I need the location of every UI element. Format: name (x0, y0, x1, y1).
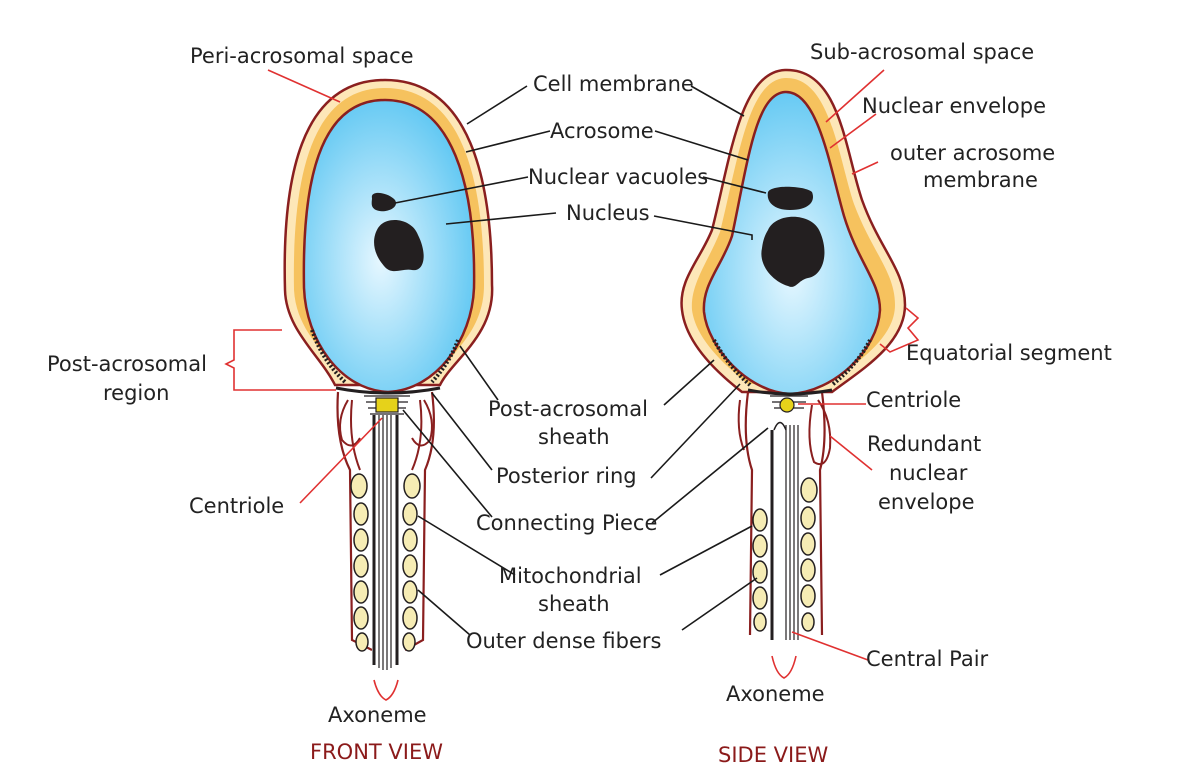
label-centriole-right: Centriole (866, 388, 961, 412)
label-redundant-nuclear-envelope-line2: nuclear (889, 461, 968, 485)
label-equatorial-segment: Equatorial segment (906, 341, 1112, 365)
front-head (283, 78, 494, 395)
label-peri-acrosomal-space: Peri-acrosomal space (190, 44, 414, 68)
label-mitochondrial-sheath-line1: Mitochondrial (499, 564, 642, 588)
label-nucleus: Nucleus (566, 201, 650, 225)
label-cell-membrane: Cell membrane (533, 72, 694, 96)
label-post-acrosomal-sheath-line1: Post-acrosomal (488, 397, 648, 421)
side-midpiece (737, 391, 832, 640)
side-head (680, 68, 907, 396)
front-axoneme-fibers (372, 412, 400, 670)
front-midpiece (336, 391, 435, 670)
label-mitochondrial-sheath-line2: sheath (538, 592, 610, 616)
label-axoneme-right: Axoneme (726, 682, 825, 706)
red-leaders (224, 69, 920, 701)
front-vacuole-small (371, 192, 396, 212)
front-mito-right (402, 473, 421, 652)
front-view-title: FRONT VIEW (310, 740, 443, 764)
side-mito-right (800, 477, 818, 632)
label-post-acrosomal-region-line1: Post-acrosomal (47, 352, 207, 376)
label-nuclear-vacuoles: Nuclear vacuoles (528, 165, 708, 189)
side-mito-left (752, 508, 768, 632)
labels: Peri-acrosomal space Cell membrane Acros… (47, 40, 1112, 767)
label-sub-acrosomal-space: Sub-acrosomal space (810, 40, 1034, 64)
label-nuclear-envelope: Nuclear envelope (862, 94, 1046, 118)
front-mito-left (350, 473, 369, 652)
label-outer-acrosome-membrane-line1: outer acrosome (890, 141, 1055, 165)
front-connecting-piece (364, 395, 410, 415)
label-axoneme-left: Axoneme (328, 703, 427, 727)
leader-lines (394, 85, 769, 636)
label-central-pair: Central Pair (866, 647, 989, 671)
label-outer-dense-fibers: Outer dense fibers (466, 629, 661, 653)
side-vacuole-large (761, 216, 825, 287)
label-posterior-ring: Posterior ring (496, 464, 637, 488)
label-redundant-nuclear-envelope-line1: Redundant (867, 432, 981, 456)
side-view-title: SIDE VIEW (718, 743, 828, 767)
front-vacuole-large (374, 219, 424, 272)
side-axoneme-fibers (770, 418, 799, 640)
label-acrosome: Acrosome (550, 119, 654, 143)
front-view (283, 78, 494, 670)
label-outer-acrosome-membrane-line2: membrane (923, 168, 1038, 192)
label-centriole-left: Centriole (189, 494, 284, 518)
side-connecting-piece (770, 395, 808, 413)
label-redundant-nuclear-envelope-line3: envelope (878, 490, 975, 514)
side-view (680, 68, 907, 640)
label-post-acrosomal-region-line2: region (103, 381, 169, 405)
side-vacuole-small (767, 186, 814, 210)
label-post-acrosomal-sheath-line2: sheath (538, 425, 610, 449)
label-connecting-piece: Connecting Piece (476, 511, 657, 535)
